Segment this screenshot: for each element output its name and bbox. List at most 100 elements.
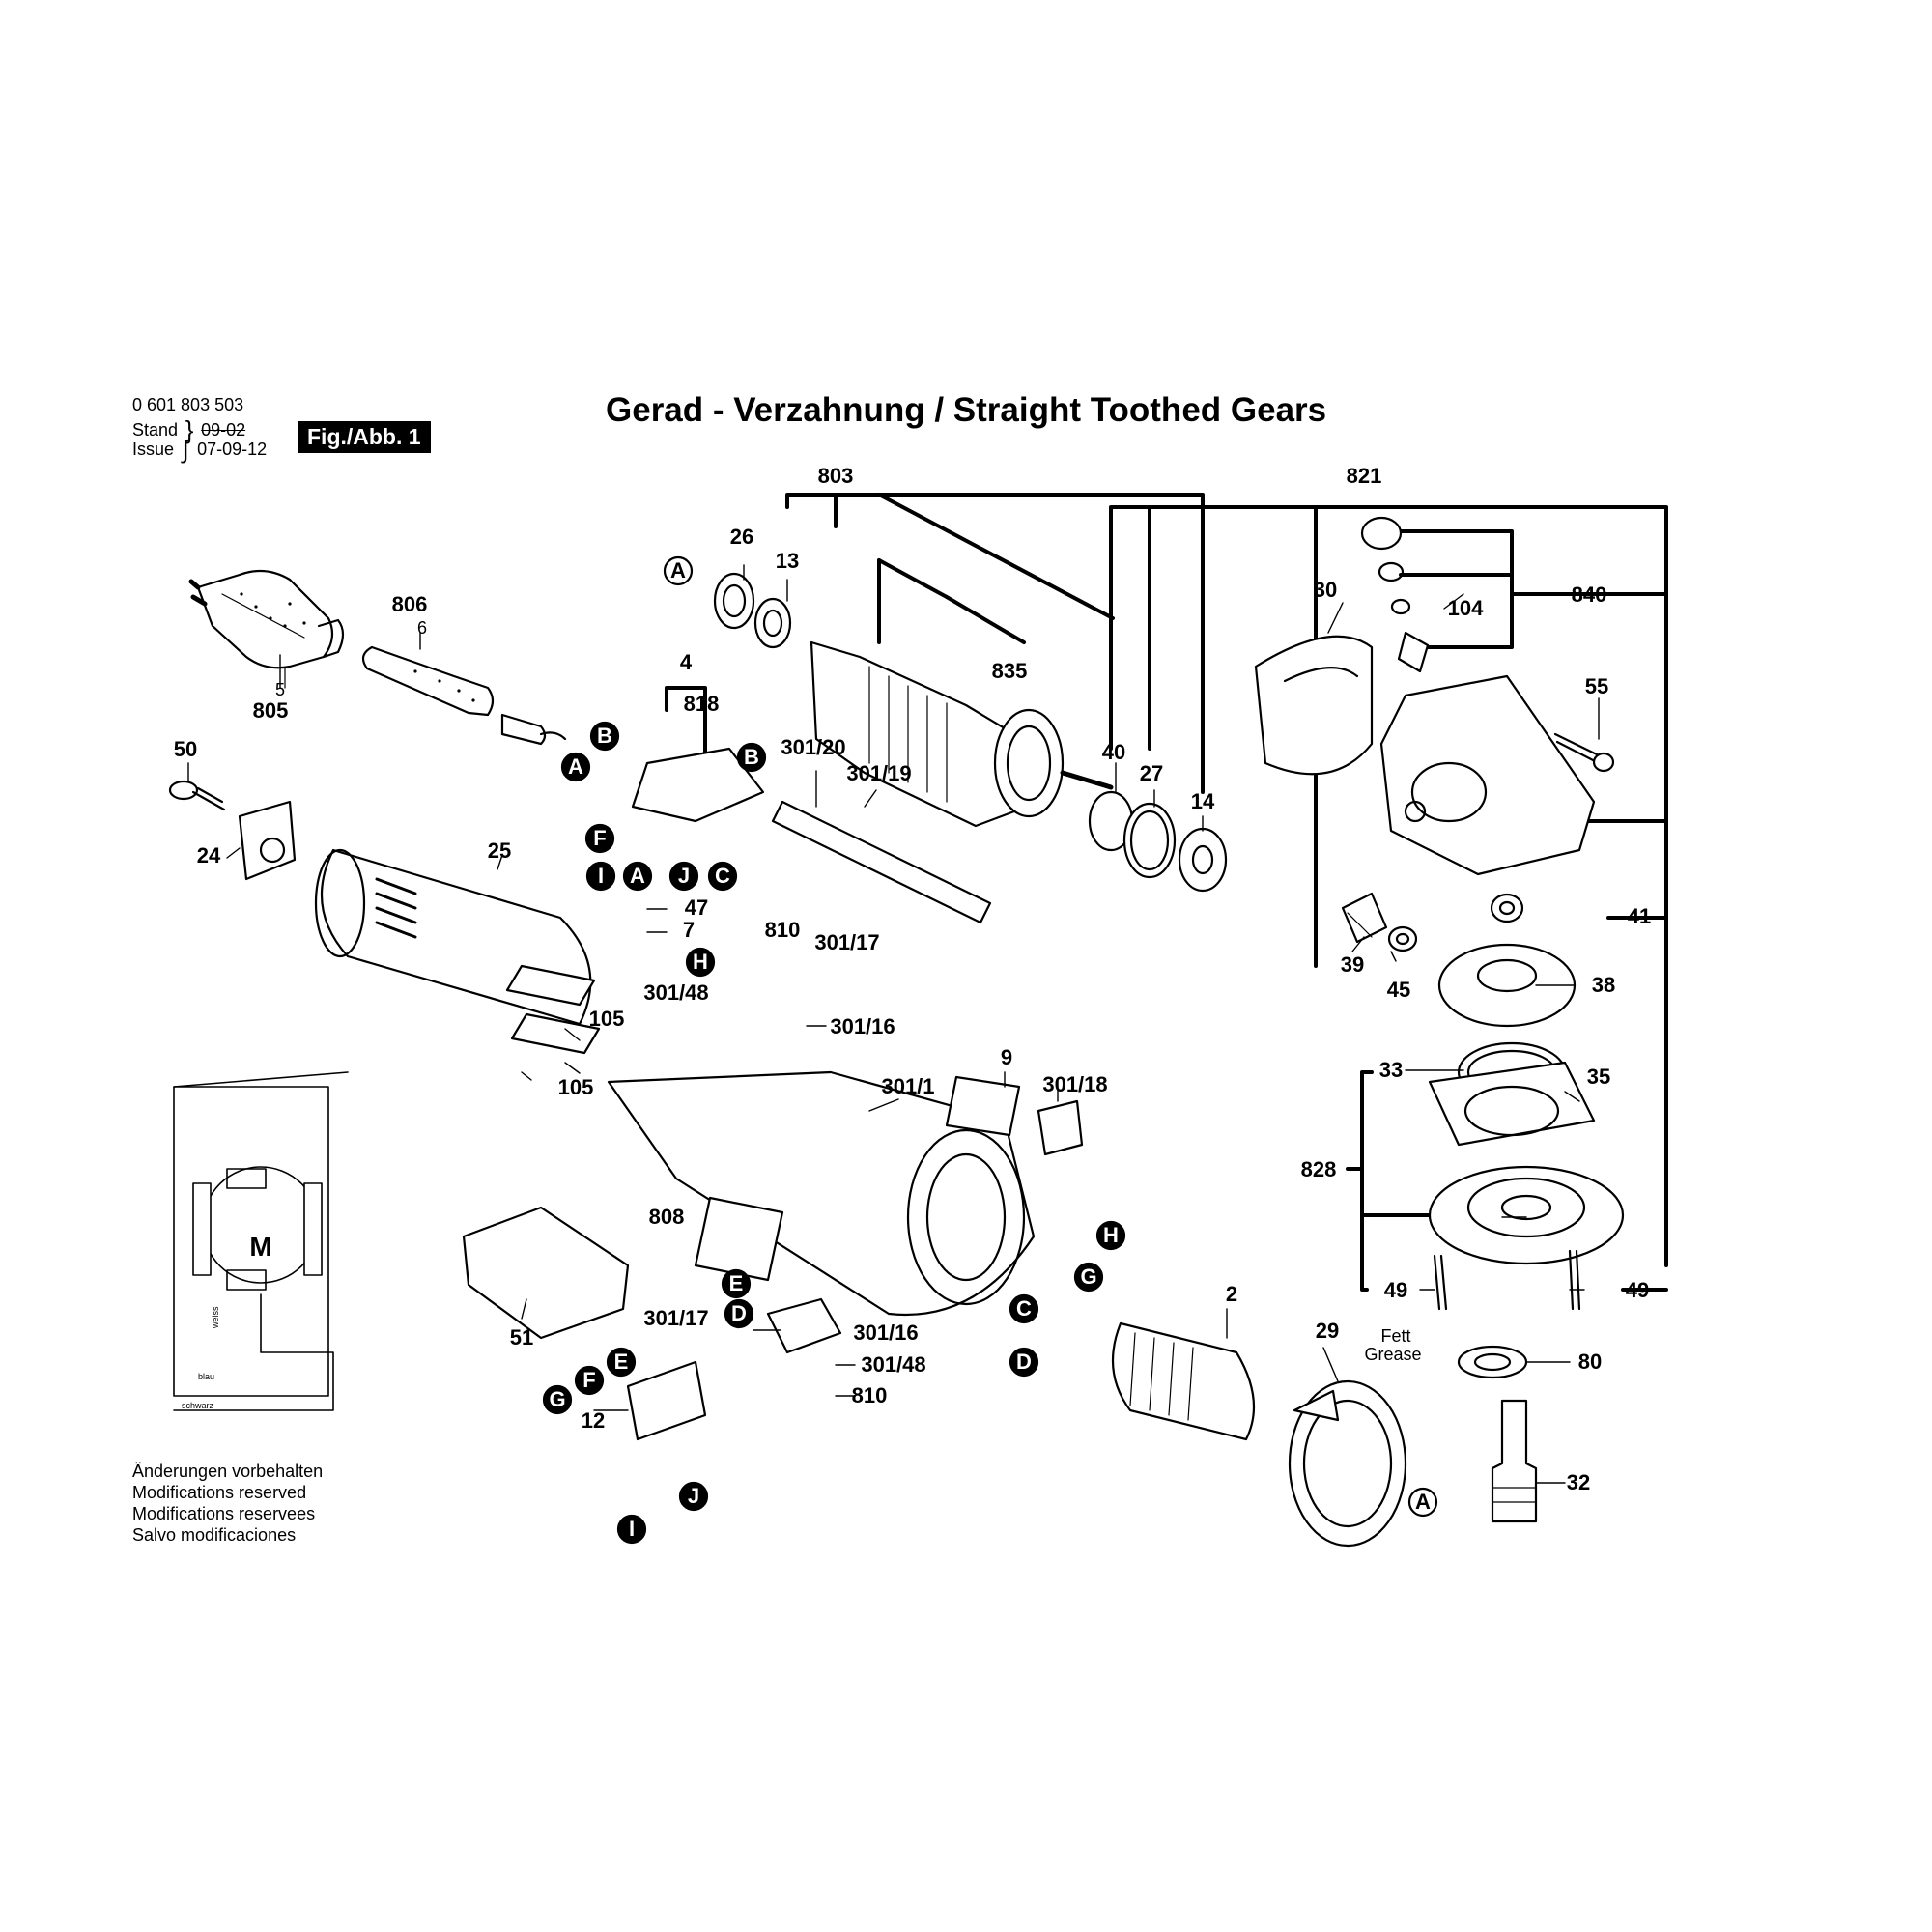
part-label-301-19: 301/19 — [846, 761, 911, 785]
part-label-26: 26 — [730, 525, 753, 549]
bearing-14 — [1178, 827, 1228, 893]
part-label-105: 105 — [589, 1007, 625, 1031]
issue-label: Issue — [132, 440, 175, 459]
wire-label-blau: blau — [198, 1372, 214, 1381]
svg-text:C: C — [715, 864, 730, 888]
washer-30 — [1254, 635, 1374, 776]
svg-text:E: E — [729, 1271, 744, 1295]
connector-j: J — [668, 861, 699, 892]
cord-sleeve-806 — [361, 645, 567, 746]
note-line: Salvo modificaciones — [132, 1525, 297, 1545]
svg-text:C: C — [1016, 1296, 1032, 1321]
part-label-30: 30 — [1314, 578, 1337, 602]
brace-glyph: } — [185, 415, 194, 444]
part-label-835: 835 — [992, 659, 1028, 683]
crown-gear-38 — [1437, 943, 1577, 1028]
part-label-301-20: 301/20 — [781, 735, 845, 759]
svg-text:A: A — [670, 558, 686, 582]
part-label-49: 49 — [1384, 1278, 1407, 1302]
part-label-818: 818 — [684, 692, 720, 716]
part-label-55: 55 — [1585, 674, 1608, 698]
connector-f: F — [584, 823, 615, 854]
connector-d: D — [724, 1298, 754, 1329]
note-line: Modifications reservees — [132, 1504, 316, 1523]
connector-c: C — [1009, 1293, 1039, 1324]
ring-27 — [1122, 802, 1177, 879]
part-label-25: 25 — [488, 838, 511, 863]
connector-i: I — [585, 861, 616, 892]
part-label-810b: 810 — [852, 1383, 888, 1407]
connector-a: A — [622, 861, 653, 892]
part-label-104: 104 — [1448, 596, 1484, 620]
part-label-35: 35 — [1587, 1065, 1610, 1089]
spindle-32 — [1491, 1399, 1538, 1523]
part-label-45: 45 — [1387, 978, 1410, 1002]
connector-b: B — [589, 721, 620, 752]
stator-2 — [1111, 1321, 1256, 1441]
bearing-41 — [1490, 893, 1524, 923]
grease-label-line1: Fett — [1380, 1326, 1410, 1346]
flange-35 — [1428, 1061, 1596, 1147]
connector-g: G — [542, 1384, 573, 1415]
part-label-24: 24 — [197, 843, 221, 867]
svg-text:G: G — [1080, 1264, 1096, 1289]
part-label-803: 803 — [818, 464, 854, 488]
connector-e: E — [606, 1347, 637, 1378]
switch-cover-51 — [462, 1206, 630, 1340]
part-label-27: 27 — [1140, 761, 1163, 785]
pinion-39 — [1341, 892, 1388, 944]
part-label-4: 4 — [680, 650, 693, 674]
connector-a-open: A — [1407, 1487, 1438, 1518]
switch-rod-301-18 — [1037, 1099, 1084, 1156]
svg-text:B: B — [597, 724, 612, 748]
bearing-26 — [713, 572, 755, 630]
part-label-301-17b: 301/17 — [643, 1306, 708, 1330]
connector-a: A — [560, 752, 591, 782]
svg-text:B: B — [744, 745, 759, 769]
part-label-105b: 105 — [558, 1075, 594, 1099]
bearing-flange-828 — [1428, 1165, 1625, 1265]
connector-e: E — [721, 1268, 752, 1299]
part-label-12: 12 — [582, 1408, 605, 1433]
brace-glyph-2: ∫ — [182, 435, 189, 464]
stand-label: Stand — [132, 420, 179, 440]
capacitor-12 — [626, 1360, 707, 1441]
part-label-6: 6 — [417, 618, 427, 638]
part-label-38: 38 — [1592, 973, 1615, 997]
connector-markers: A A A B B F I A J C H E D H G C D E F G … — [542, 555, 1438, 1545]
grease-label-line2: Grease — [1364, 1345, 1421, 1364]
label-9 — [945, 1075, 1021, 1137]
figure-label: Fig./Abb. 1 — [298, 421, 431, 453]
screw-49 — [1433, 1249, 1581, 1311]
svg-text:A: A — [568, 754, 583, 779]
part-label-301-17: 301/17 — [814, 930, 879, 954]
note-line: Änderungen vorbehalten — [132, 1462, 324, 1481]
part-label-301-48b: 301/48 — [861, 1352, 925, 1377]
cap-840-parts — [1360, 516, 1430, 673]
switch-module-4 — [631, 747, 765, 823]
part-label-41: 41 — [1628, 904, 1651, 928]
part-label-806: 806 — [392, 592, 428, 616]
note-line: Modifications reserved — [132, 1483, 307, 1502]
part-label-39: 39 — [1341, 952, 1364, 977]
connector-h: H — [685, 947, 716, 978]
nut-45 — [1387, 925, 1418, 952]
leader-lines — [187, 564, 1600, 1484]
part-label-80: 80 — [1578, 1350, 1602, 1374]
svg-text:F: F — [582, 1368, 595, 1392]
connector-d: D — [1009, 1347, 1039, 1378]
part-label-805: 805 — [253, 698, 289, 723]
part-label-840: 840 — [1572, 582, 1607, 607]
part-label-808: 808 — [649, 1205, 685, 1229]
part-label-29: 29 — [1316, 1319, 1339, 1343]
part-label-301-16b: 301/16 — [853, 1321, 918, 1345]
connector-a-open: A — [663, 555, 694, 586]
svg-text:J: J — [688, 1484, 699, 1508]
svg-text:I: I — [629, 1517, 635, 1541]
part-label-301-16: 301/16 — [830, 1014, 895, 1038]
svg-text:J: J — [678, 864, 690, 888]
page-title: Gerad - Verzahnung / Straight Toothed Ge… — [606, 391, 1327, 429]
washer-80 — [1457, 1345, 1528, 1379]
svg-text:F: F — [593, 826, 606, 850]
